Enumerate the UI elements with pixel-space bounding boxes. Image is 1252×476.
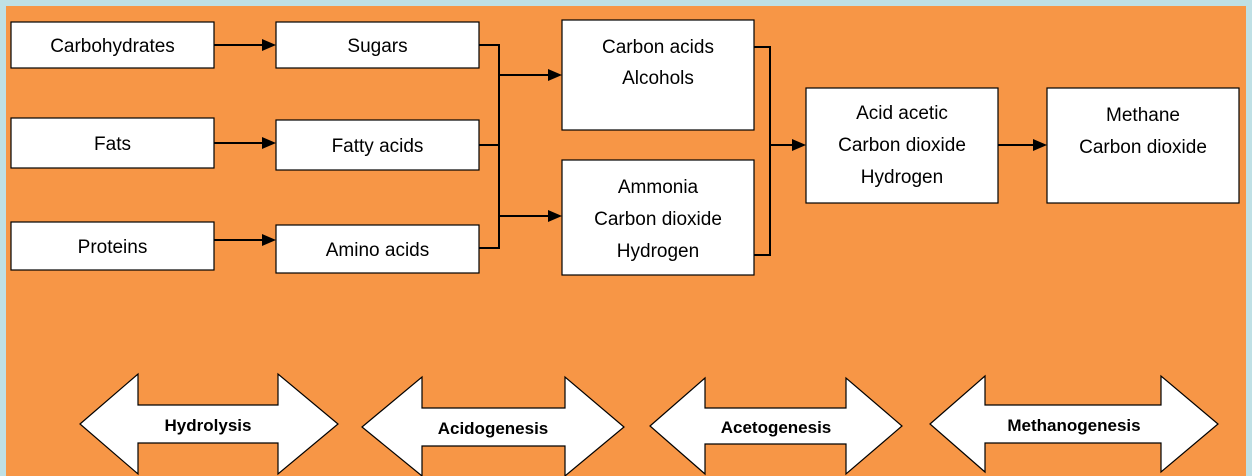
phase-acidogenesis: Acidogenesis [361, 375, 625, 476]
node-proteins: Proteins [10, 221, 215, 271]
node-carbohydrates-label: Carbohydrates [50, 36, 175, 57]
bracket-monomers [479, 44, 500, 249]
arrowhead-to-acid-acetic [792, 139, 806, 151]
node-methane-group: Methane Carbon dioxide [1046, 87, 1240, 204]
node-ammonia-co2-label: Carbon dioxide [594, 209, 722, 230]
acetogenesis-double-arrow-icon [649, 376, 903, 476]
node-methane-co2-label: Carbon dioxide [1079, 137, 1207, 158]
hydrolysis-label: Hydrolysis [165, 416, 252, 435]
acidogenesis-label: Acidogenesis [438, 419, 549, 438]
phase-hydrolysis: Hydrolysis [79, 372, 339, 476]
node-carbon-acids-alcohols: Carbon acids Alcohols [561, 19, 755, 131]
node-sugars-label: Sugars [347, 36, 407, 57]
node-proteins-label: Proteins [78, 237, 148, 258]
node-sugars: Sugars [275, 21, 480, 69]
node-carbon-acids-label: Carbon acids [602, 37, 714, 58]
node-ammonia-group: Ammonia Carbon dioxide Hydrogen [561, 159, 755, 276]
bracket-intermediates [754, 46, 771, 256]
node-acid-acetic-co2-label: Carbon dioxide [838, 135, 966, 156]
node-acid-acetic-label: Acid acetic [856, 103, 948, 124]
arrowhead-to-carbon-acids [548, 69, 562, 81]
node-fats-label: Fats [94, 134, 131, 155]
hydrolysis-double-arrow-icon [79, 372, 339, 476]
arrowhead-fats-fatty-acids [262, 137, 276, 149]
phase-methanogenesis: Methanogenesis [929, 374, 1219, 474]
arrowhead-to-methane [1033, 139, 1047, 151]
methanogenesis-double-arrow-icon [929, 374, 1219, 474]
arrowhead-proteins-amino-acids [262, 234, 276, 246]
node-methane-label: Methane [1106, 105, 1180, 126]
node-ammonia-hydrogen-label: Hydrogen [617, 241, 699, 262]
node-amino-acids: Amino acids [275, 224, 480, 274]
connectors [214, 39, 1047, 256]
arrowhead-to-ammonia [548, 210, 562, 222]
acidogenesis-double-arrow-icon [361, 375, 625, 476]
node-fatty-acids-label: Fatty acids [332, 136, 424, 157]
node-fats: Fats [10, 117, 215, 169]
node-amino-acids-label: Amino acids [326, 240, 430, 261]
node-acid-acetic-group: Acid acetic Carbon dioxide Hydrogen [805, 87, 999, 204]
methanogenesis-label: Methanogenesis [1007, 416, 1140, 435]
arrowhead-carbohydrates-sugars [262, 39, 276, 51]
phase-acetogenesis: Acetogenesis [649, 376, 903, 476]
node-ammonia-label: Ammonia [618, 177, 699, 198]
node-carbohydrates: Carbohydrates [10, 21, 215, 69]
node-acid-acetic-hydrogen-label: Hydrogen [861, 167, 943, 188]
node-fatty-acids: Fatty acids [275, 119, 480, 171]
node-alcohols-label: Alcohols [622, 68, 694, 89]
acetogenesis-label: Acetogenesis [721, 418, 832, 437]
